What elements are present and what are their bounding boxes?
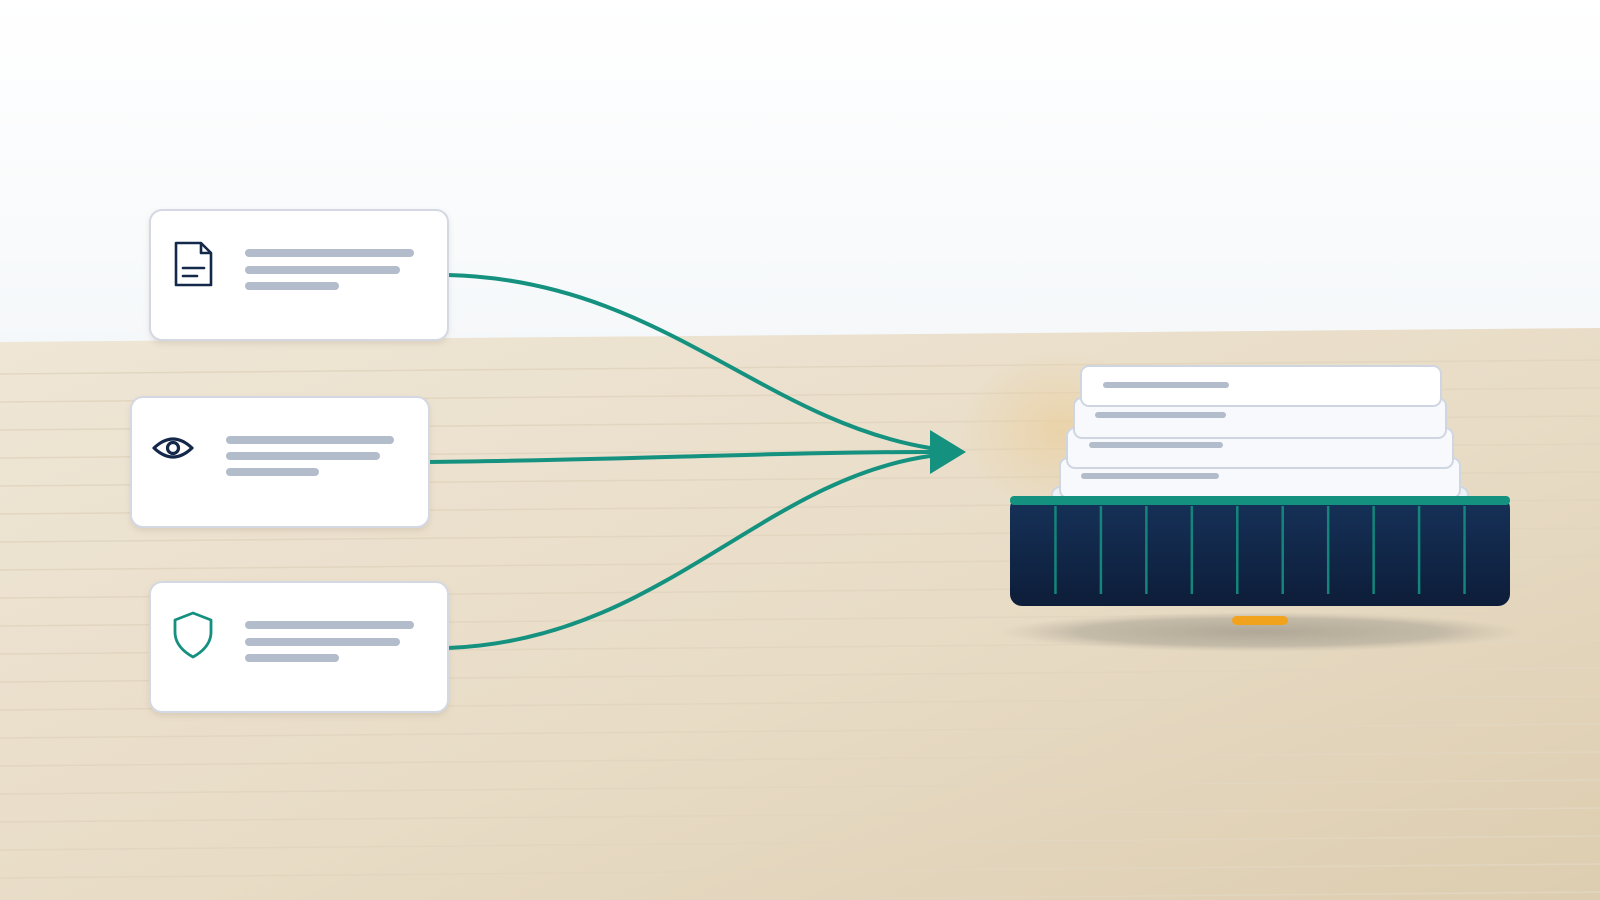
device-shadow [998,612,1522,652]
connector-document [446,273,932,450]
desk-grain-line [0,835,1600,851]
desk-grain-line [0,807,1600,823]
document-icon [174,241,213,287]
desk-grain-line [0,863,1600,879]
document-card [149,209,449,341]
visibility-card [130,396,430,528]
visibility-card-placeholder-lines [226,436,394,476]
stacked-trays [1051,365,1469,508]
connector-visibility [426,450,932,464]
security-card-placeholder-lines [245,621,414,662]
desk-grain-line [0,359,1600,375]
desk-grain-line [0,723,1600,739]
device-rim [1010,496,1510,505]
device-slats [1054,506,1466,594]
connectors [426,273,966,650]
status-indicator [1232,616,1288,625]
arrowhead [930,430,966,474]
desk-grain-line [599,891,1600,900]
eye-icon [152,437,194,459]
security-card [149,581,449,713]
tray-1-top [1080,365,1442,407]
desk-grain-line [0,779,1600,795]
storage-device [1010,496,1510,625]
document-card-placeholder-lines [245,249,414,290]
shield-icon [173,611,213,659]
connector-security [446,454,932,650]
desk-grain-line [0,751,1600,767]
